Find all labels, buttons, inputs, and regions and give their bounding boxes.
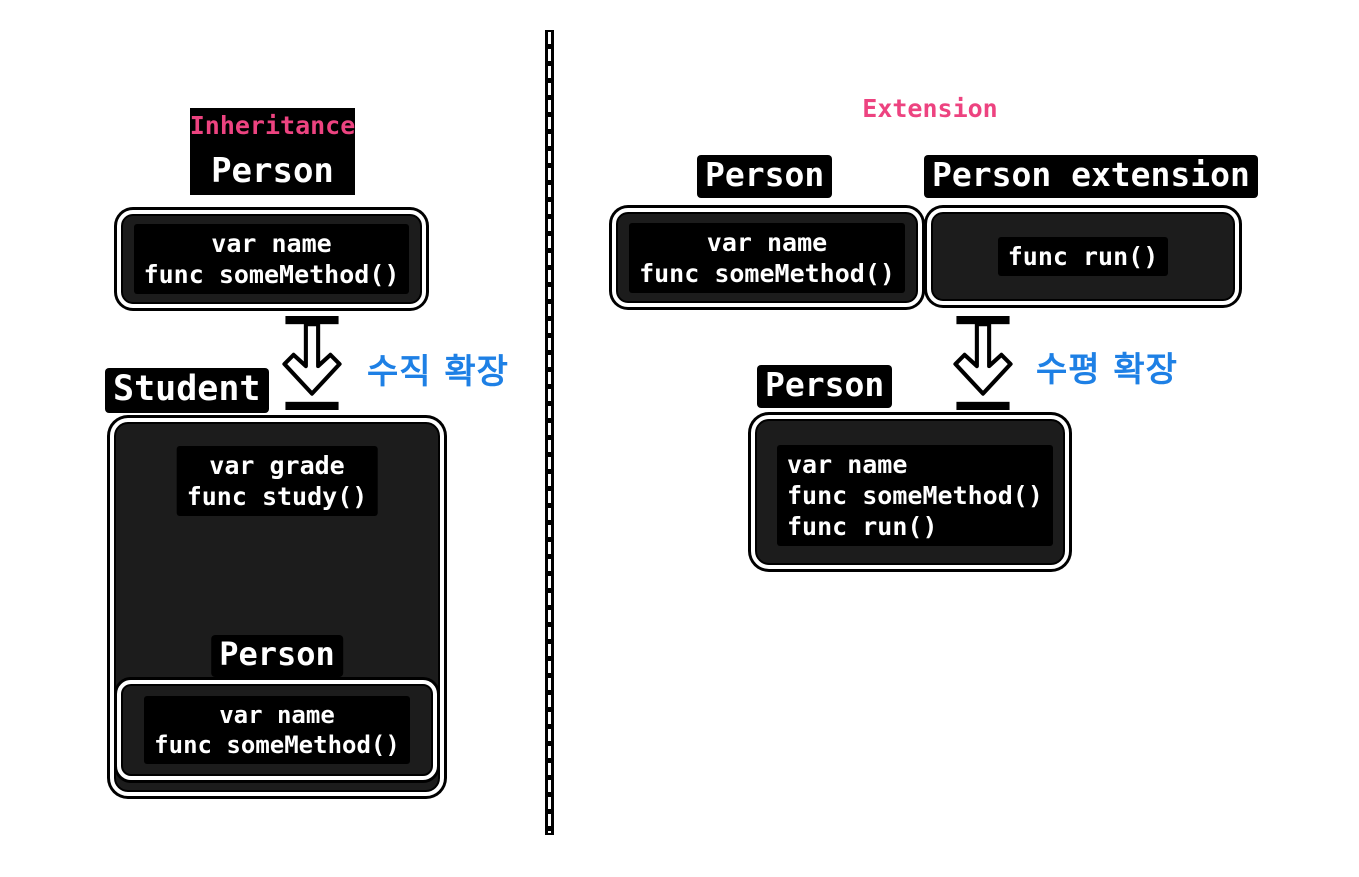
extension-members-code: func run() xyxy=(997,237,1169,276)
divider xyxy=(545,30,554,835)
code-line: func study() xyxy=(186,482,368,511)
down-arrow-icon xyxy=(282,316,342,410)
inheritance-header: Inheritance Person xyxy=(190,108,355,195)
code-line: var name xyxy=(706,227,828,257)
inherited-person-box: var name func someMethod() xyxy=(117,680,437,780)
code-line: var name xyxy=(211,229,332,258)
code-line: func someMethod() xyxy=(639,258,895,288)
person-extension-box: func run() xyxy=(927,208,1239,305)
inherited-members-code: var name func someMethod() xyxy=(144,696,410,764)
person-class-name: Person xyxy=(211,151,334,191)
extended-members-code: var name func someMethod() func run() xyxy=(777,445,1053,546)
person-base-box-right: var name func someMethod() xyxy=(612,208,922,307)
inherited-person-label: Person xyxy=(211,635,343,677)
person-result-label: Person xyxy=(757,365,893,408)
horizontal-extension-caption: 수평 확장 xyxy=(1036,350,1178,390)
down-arrow-icon xyxy=(953,316,1013,410)
code-line: var grade xyxy=(209,451,345,480)
person-base-box: var name func someMethod() xyxy=(117,210,426,308)
code-line: func run() xyxy=(1007,242,1159,271)
person-members-code: var name func someMethod() xyxy=(133,224,410,294)
code-line: var name xyxy=(219,701,335,729)
person-extended-box: var name func someMethod() func run() xyxy=(751,415,1069,569)
student-subclass-box: var grade func study() Person var name f… xyxy=(110,418,444,796)
student-label: Student xyxy=(105,368,269,414)
code-line: func someMethod() xyxy=(787,481,1043,510)
student-members-code: var grade func study() xyxy=(176,446,378,516)
inheritance-title: Inheritance xyxy=(189,111,356,140)
code-line: func run() xyxy=(787,512,938,541)
code-line: var name xyxy=(787,450,908,479)
person-extension-label: Person extension xyxy=(924,155,1258,198)
extension-title: Extension xyxy=(862,94,998,123)
person-members-code-right: var name func someMethod() xyxy=(629,222,905,293)
person-label-right: Person xyxy=(697,155,833,198)
code-line: func someMethod() xyxy=(154,731,400,759)
vertical-extension-caption: 수직 확장 xyxy=(367,352,509,392)
code-line: func someMethod() xyxy=(143,260,400,289)
